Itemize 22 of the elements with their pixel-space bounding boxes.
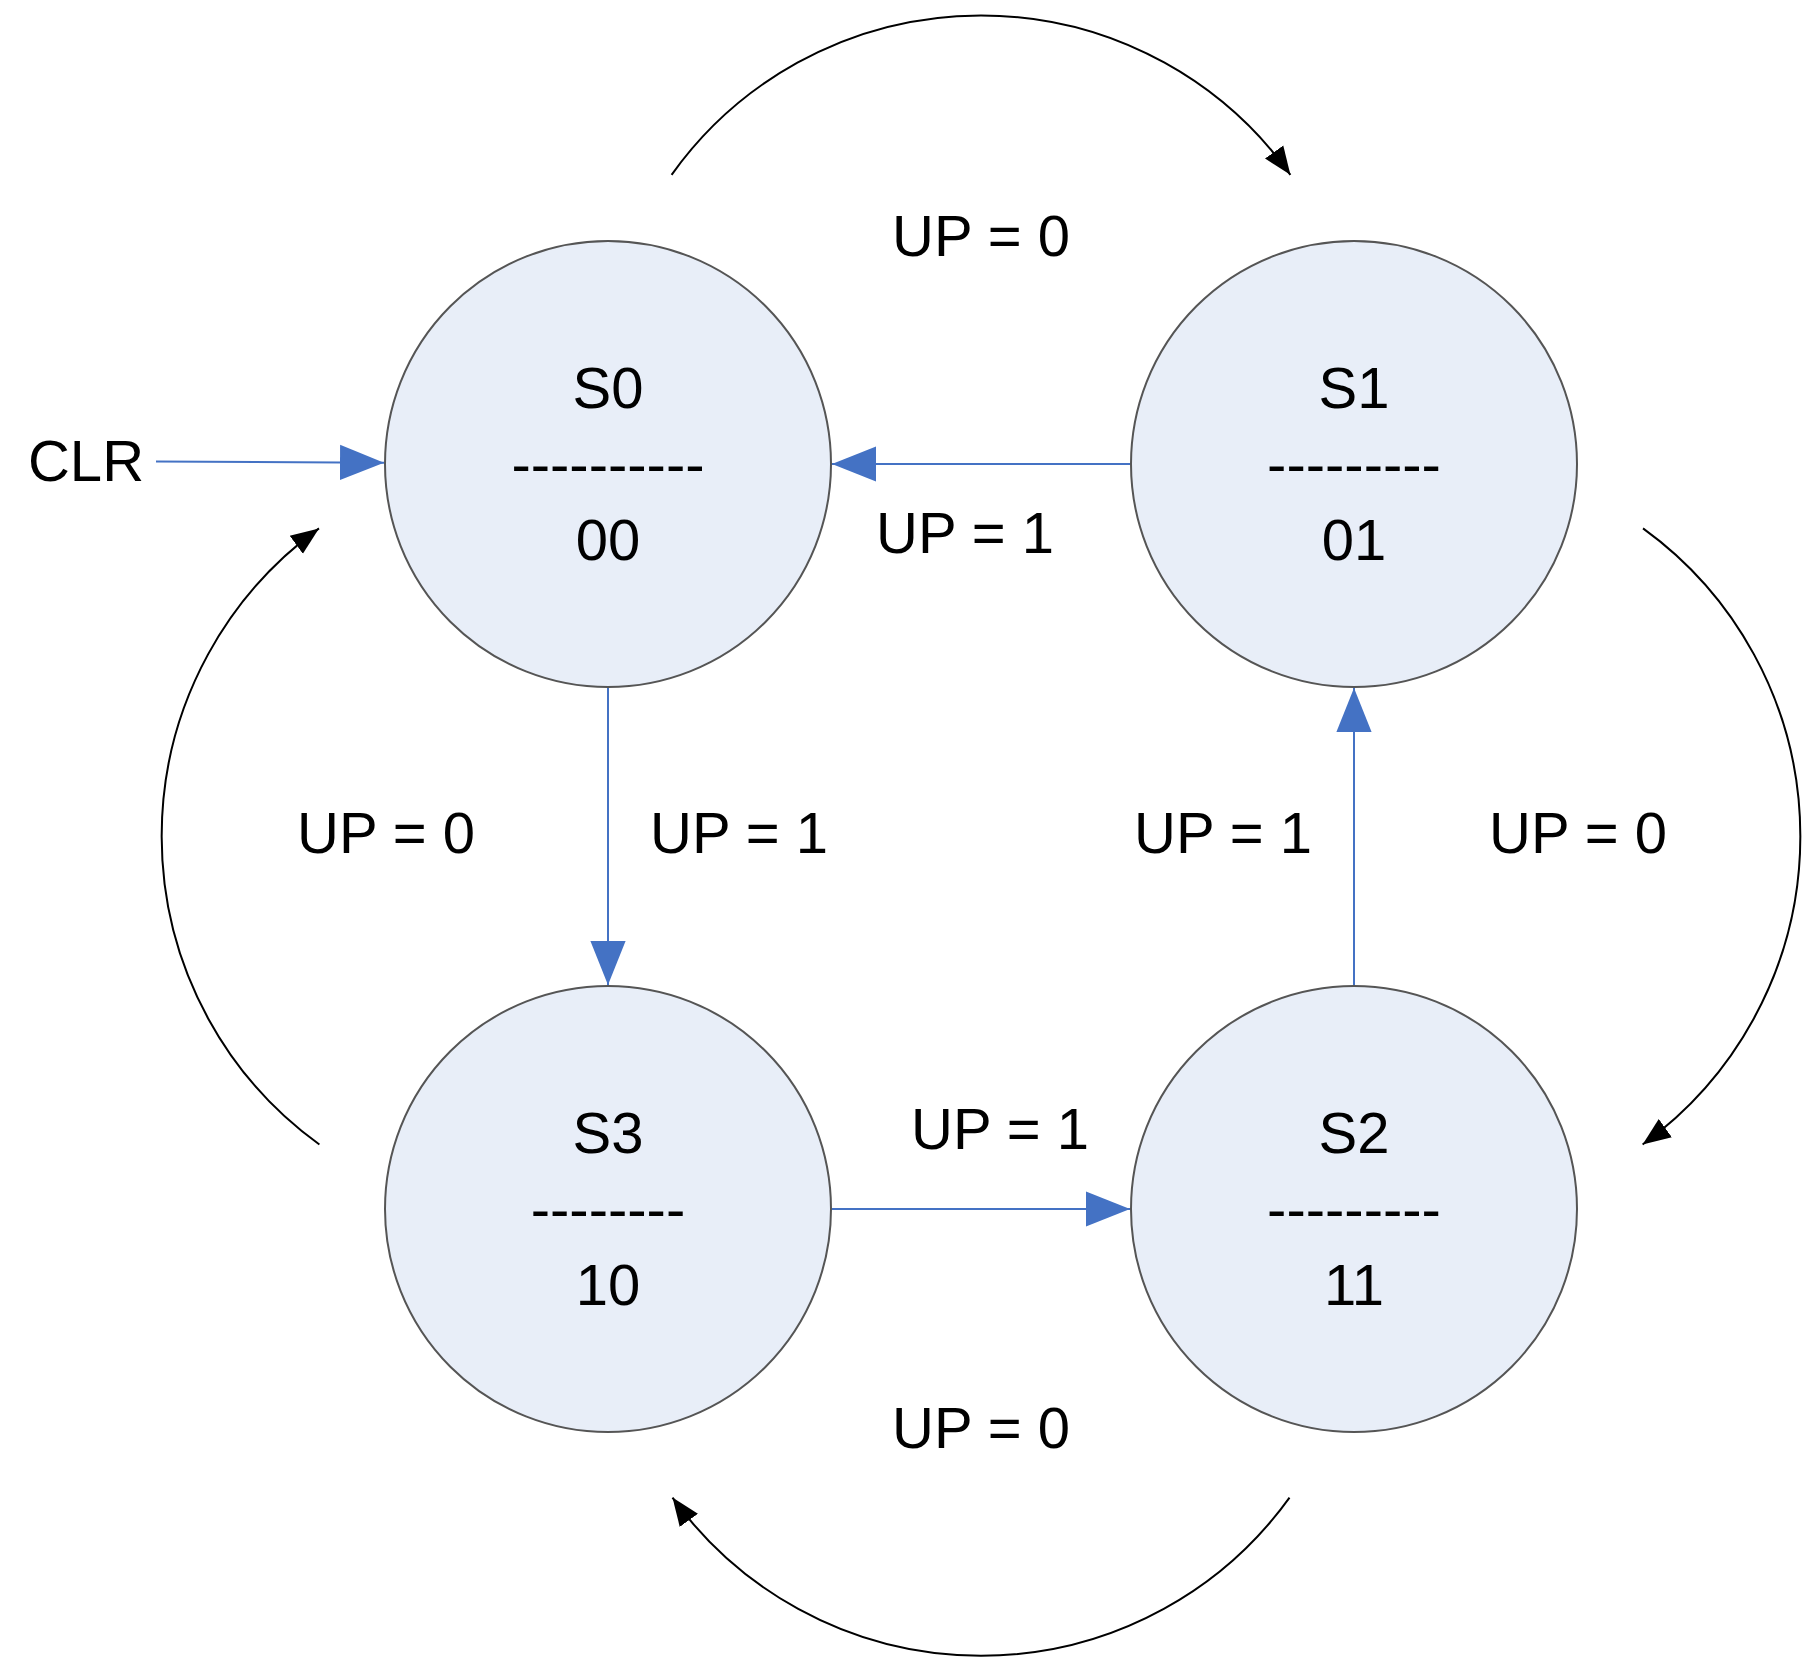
curved-arrow (1641, 527, 1801, 1146)
arrow (1336, 687, 1372, 986)
arrow (831, 1191, 1131, 1227)
curved-arrow (670, 15, 1292, 176)
divider-dashes: -------- (530, 1180, 686, 1238)
arrow (831, 446, 1131, 482)
state-name: S0 (572, 359, 644, 417)
state-code: 01 (1321, 511, 1387, 569)
curved-arrow (161, 527, 321, 1146)
arrow (155, 444, 385, 481)
curved-arrow (671, 1496, 1291, 1656)
state-name: S2 (1318, 1104, 1390, 1162)
state-code: 00 (575, 511, 641, 569)
state-name: S3 (572, 1104, 644, 1162)
input-label: CLR (16, 426, 156, 496)
divider-dashes: --------- (1267, 435, 1441, 493)
arrow (590, 687, 626, 986)
divider-dashes: ---------- (511, 435, 705, 493)
state-code: 10 (575, 1256, 641, 1314)
state-name: S1 (1318, 359, 1390, 417)
state-code: 11 (1323, 1256, 1385, 1314)
divider-dashes: --------- (1267, 1180, 1441, 1238)
